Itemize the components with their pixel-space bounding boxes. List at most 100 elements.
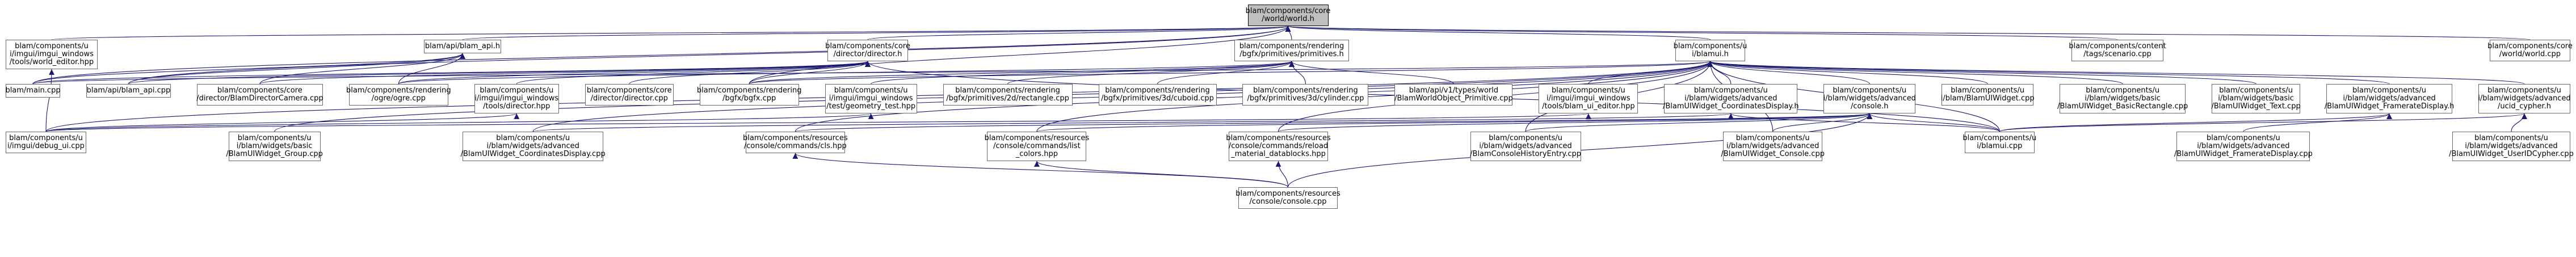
node-label-line: blam/components/u bbox=[480, 86, 554, 95]
node-label-line: i/blam/widgets/basic bbox=[2085, 94, 2161, 103]
edge-list_colors-to-console_h bbox=[1036, 113, 1872, 132]
node-label-line: blam/components/u bbox=[1735, 134, 1810, 142]
edge-console_cpp-to-reload_datablocks bbox=[1275, 161, 1289, 188]
node-label-line: blam/components/resources bbox=[984, 134, 1090, 142]
node-label-line: blam/components/core bbox=[2487, 42, 2573, 50]
node-label-line: blam/components/u bbox=[1951, 86, 2025, 95]
node-label-line: /console.h bbox=[1851, 102, 1889, 111]
node-rect2d[interactable]: blam/components/rendering/bgfx/primitive… bbox=[943, 84, 1073, 106]
node-label-line: /BlamConsoleHistoryEntry.cpp bbox=[1470, 150, 1582, 158]
node-label-line: blam/components/u bbox=[834, 86, 908, 95]
node-console-cpp[interactable]: blam/components/resources/console/consol… bbox=[1236, 187, 1340, 209]
node-label-line: blam/components/rendering bbox=[1239, 42, 1344, 50]
node-label-line: blam/components/u bbox=[2474, 134, 2548, 142]
node-label-line: blam/components/rendering bbox=[696, 86, 802, 95]
edge-director_cpp-to-director_h bbox=[629, 61, 871, 85]
node-api-cpp[interactable]: blam/api/blam_api.cpp bbox=[86, 84, 171, 98]
node-label-line: /bgfx/primitives/primitives.h bbox=[1239, 50, 1344, 58]
node-label-line: /BlamUIWidget_Console.cpp bbox=[1721, 150, 1825, 158]
node-label-line: blam/components/core bbox=[586, 86, 672, 95]
node-label-line: i/blam/BlamUIWidget.cpp bbox=[1940, 94, 2035, 103]
node-camera-cpp[interactable]: blam/components/core/director/BlamDirect… bbox=[196, 84, 323, 106]
node-label-line: blam/components/resources bbox=[1226, 134, 1331, 142]
edge-reload_datablocks-to-console_h bbox=[1278, 113, 1872, 132]
node-scenario[interactable]: blam/components/content/tags/scenario.cp… bbox=[2069, 40, 2166, 61]
node-label-line: i/blam/widgets/basic bbox=[236, 142, 313, 150]
node-label-line: i/blamui.h bbox=[1692, 50, 1729, 58]
node-label-line: blam/api/blam_api.h bbox=[425, 42, 501, 50]
edge-basic_rect-to-blamui_h bbox=[1707, 61, 2123, 85]
node-label-line: blam/main.cpp bbox=[5, 86, 61, 95]
node-label-line: blam/components/u bbox=[1833, 86, 1907, 95]
node-label-line: i/blam/widgets/basic bbox=[2218, 94, 2294, 103]
edge-ucid_h-to-blamui_h bbox=[1708, 61, 2525, 85]
node-label-line: i/blam/widgets/advanced bbox=[2478, 94, 2571, 103]
edge-console_widget_cpp-to-console_h bbox=[1772, 113, 1873, 132]
node-main-cpp[interactable]: blam/main.cpp bbox=[5, 84, 61, 98]
edge-imgui_debug-to-director_hpp bbox=[45, 113, 519, 132]
edge-ucid_cpp-to-ucid_h bbox=[2511, 113, 2527, 132]
edge-blamui_cpp-to-console_h bbox=[1867, 113, 2000, 132]
node-cuboid3d[interactable]: blam/components/rendering/bgfx/primitive… bbox=[1098, 84, 1217, 106]
node-label-line: /tags/scenario.cpp bbox=[2083, 50, 2151, 58]
node-world-cpp[interactable]: blam/components/core/world/world.cpp bbox=[2487, 40, 2573, 61]
node-label-line: blam/components/u bbox=[9, 134, 83, 142]
node-list-colors[interactable]: blam/components/resources/console/comman… bbox=[985, 132, 1089, 161]
node-label-line: /BlamUIWidget_BasicRectangle.cpp bbox=[2057, 102, 2188, 111]
node-cls-hpp[interactable]: blam/components/resources/console/comman… bbox=[743, 132, 848, 153]
node-bgfx-cpp[interactable]: blam/components/rendering/bgfx/bgfx.cpp bbox=[696, 84, 802, 106]
node-api-h[interactable]: blam/api/blam_api.h bbox=[424, 40, 501, 53]
node-label-line: /BlamWorldObject_Primitive.cpp bbox=[1394, 94, 1513, 103]
node-label-line: blam/components/u bbox=[2219, 86, 2293, 95]
node-label-line: /tools/world_editor.hpp bbox=[9, 58, 94, 66]
edge-world_primitive-to-primitives_h bbox=[1289, 61, 1454, 85]
node-label-line: i/blam/widgets/advanced bbox=[1479, 142, 1572, 150]
edge-primitives_h-to-root bbox=[1285, 26, 1292, 40]
node-director-h[interactable]: blam/components/core/director/director.h bbox=[825, 40, 910, 61]
node-reload-datablocks[interactable]: blam/components/resources/console/comman… bbox=[1226, 132, 1331, 161]
edge-scenario-to-root bbox=[1285, 26, 2118, 40]
node-primitives-h[interactable]: blam/components/rendering/bgfx/primitive… bbox=[1234, 40, 1349, 61]
node-director-cpp[interactable]: blam/components/core/director/director.c… bbox=[585, 84, 674, 106]
node-world-primitive[interactable]: blam/api/v1/types/world/BlamWorldObject_… bbox=[1394, 84, 1513, 106]
node-label-line: i/blamui.cpp bbox=[1977, 142, 2023, 150]
edge-rect2d-to-primitives_h bbox=[1007, 61, 1295, 85]
edge-main_cpp-to-api_h bbox=[32, 53, 465, 85]
edge-camera_cpp-to-api_h bbox=[259, 53, 465, 85]
node-label-line: /director/BlamDirectorCamera.cpp bbox=[196, 94, 323, 103]
node-label-line: /console/console.cpp bbox=[1249, 197, 1327, 206]
edge-imgui_debug-to-world_editor bbox=[45, 69, 54, 132]
node-label-line: /BlamUIWidget_FramerateDisplay.h bbox=[2324, 102, 2455, 111]
edge-api_cpp-to-root bbox=[128, 26, 1291, 85]
node-label-line: i/blam/widgets/advanced bbox=[1726, 142, 1819, 150]
edge-framerate_cpp-to-framerate_h bbox=[2243, 113, 2392, 132]
node-cylinder3d[interactable]: blam/components/rendering/bgfx/primitive… bbox=[1242, 84, 1369, 106]
edge-cls_hpp-to-console_h bbox=[795, 113, 1872, 132]
edge-list_colors-to-blamui_h bbox=[1036, 61, 1713, 132]
node-label-line: /ucid_cypher.h bbox=[2498, 102, 2551, 111]
edge-api_cpp-to-director_h bbox=[128, 61, 871, 85]
edge-blamui_h-to-root bbox=[1285, 26, 1711, 40]
node-ogre-cpp[interactable]: blam/components/rendering/ogre/ogre.cpp bbox=[346, 84, 451, 106]
node-label-line: /world/world.cpp bbox=[2499, 50, 2561, 58]
